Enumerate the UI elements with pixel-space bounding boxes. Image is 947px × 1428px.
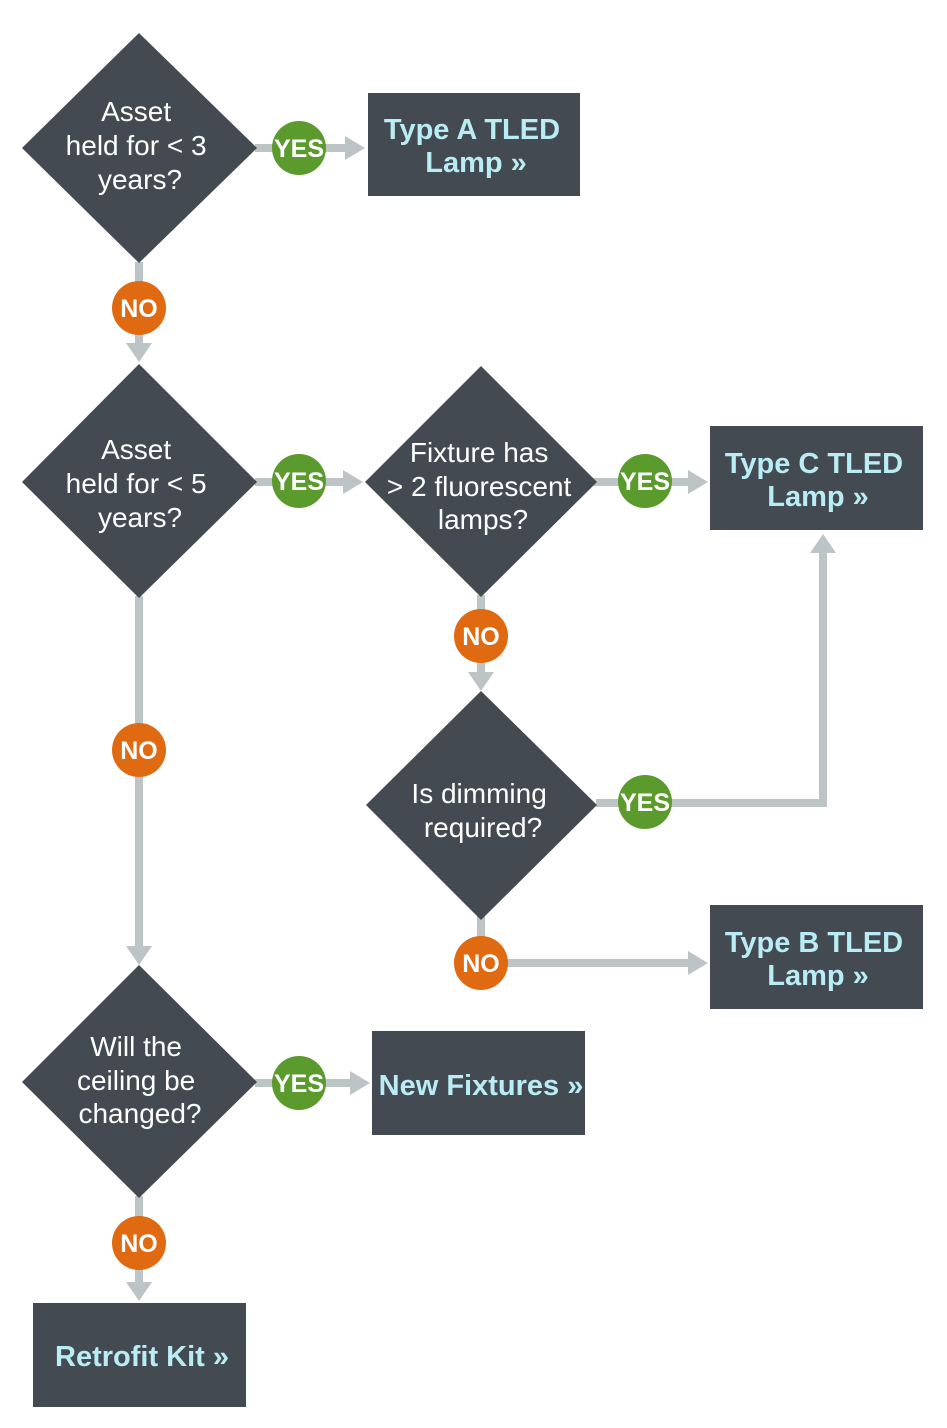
- yes-badge-q1: YES: [272, 121, 326, 175]
- decision-text: Is dimming required?: [411, 778, 554, 843]
- decision-text: Will the ceiling be changed?: [77, 1031, 203, 1129]
- decision-q4: Is dimming required?: [366, 691, 597, 920]
- yes-badge-circle: [272, 121, 326, 175]
- decision-line: Is dimming: [411, 778, 546, 809]
- decision-line: years?: [98, 502, 182, 533]
- outcome-line: Type B TLED: [725, 927, 903, 959]
- decision-line: years?: [98, 164, 182, 195]
- outcome-box[interactable]: [710, 905, 923, 1009]
- no-badge-q5: NO: [112, 1216, 166, 1270]
- connector-q4-no: [477, 916, 688, 967]
- no-badge-q1: NO: [112, 281, 166, 335]
- decision-q1: Asset held for < 3 years?: [22, 33, 257, 263]
- decision-diamond: [22, 364, 257, 598]
- yes-badge-q4: YES: [618, 775, 672, 829]
- decision-text: Asset held for < 5 years?: [66, 434, 215, 533]
- outcome-text[interactable]: Type A TLED Lamp »: [384, 114, 568, 179]
- yes-badge-q5: YES: [272, 1056, 326, 1110]
- no-badge-circle: [454, 936, 508, 990]
- outcome-line: Lamp »: [767, 960, 869, 992]
- decision-diamond: [366, 691, 597, 920]
- yes-badge-q2: YES: [272, 454, 326, 508]
- yes-badge-circle: [272, 454, 326, 508]
- arrowhead: [343, 470, 363, 494]
- decision-line: Asset: [101, 434, 171, 465]
- outcome-retrofit-kit-link[interactable]: Retrofit Kit »: [33, 1303, 246, 1407]
- no-badge-q4: NO: [454, 936, 508, 990]
- outcome-line: Type A TLED: [384, 114, 560, 146]
- decision-diamond: [22, 965, 257, 1198]
- yes-label: YES: [274, 1070, 324, 1098]
- outcome-line: New Fixtures »: [379, 1070, 584, 1102]
- no-label: NO: [462, 950, 500, 978]
- outcome-box[interactable]: [33, 1303, 246, 1407]
- outcome-text[interactable]: New Fixtures »: [379, 1070, 584, 1102]
- outcome-line: Type C TLED: [725, 448, 903, 480]
- outcome-type-a-link[interactable]: Type A TLED Lamp »: [368, 93, 580, 196]
- yes-badge-circle: [272, 1056, 326, 1110]
- decision-q2: Asset held for < 5 years?: [22, 364, 257, 598]
- yes-badge-circle: [618, 454, 672, 508]
- decision-q5: Will the ceiling be changed?: [22, 965, 257, 1198]
- decision-q3: Fixture has > 2 fluorescent lamps?: [365, 366, 597, 597]
- outcome-text[interactable]: Type B TLED Lamp »: [725, 927, 911, 992]
- yes-label: YES: [620, 789, 670, 817]
- decision-line: changed?: [78, 1098, 201, 1129]
- yes-badge-q3: YES: [618, 454, 672, 508]
- decision-line: > 2 fluorescent: [387, 471, 572, 502]
- arrowhead: [688, 470, 708, 494]
- decision-line: held for < 3: [66, 130, 207, 161]
- decision-line: Will the: [90, 1031, 182, 1062]
- no-badge-q2: NO: [112, 723, 166, 777]
- no-badge-circle: [112, 723, 166, 777]
- arrowhead: [468, 672, 494, 691]
- yes-badge-circle: [618, 775, 672, 829]
- decision-line: required?: [424, 812, 542, 843]
- decision-diamond: [22, 33, 257, 263]
- decision-line: lamps?: [438, 504, 528, 535]
- yes-label: YES: [274, 468, 324, 496]
- arrowhead: [810, 534, 836, 553]
- no-label: NO: [120, 737, 158, 765]
- decision-line: ceiling be: [77, 1065, 195, 1096]
- decision-line: held for < 5: [66, 468, 207, 499]
- arrowhead: [345, 136, 365, 160]
- no-badge-circle: [454, 609, 508, 663]
- arrowhead: [688, 951, 708, 975]
- outcome-line: Lamp »: [767, 481, 869, 513]
- decision-diamond: [365, 366, 597, 597]
- no-badge-q3: NO: [454, 609, 508, 663]
- outcome-line: Retrofit Kit »: [55, 1341, 229, 1373]
- arrowhead: [126, 1282, 152, 1301]
- arrowhead: [126, 946, 152, 965]
- no-badge-circle: [112, 1216, 166, 1270]
- decision-text: Fixture has > 2 fluorescent lamps?: [387, 437, 579, 535]
- outcome-box[interactable]: [372, 1031, 585, 1135]
- yes-label: YES: [620, 468, 670, 496]
- outcome-type-c-link[interactable]: Type C TLED Lamp »: [710, 426, 923, 530]
- outcome-box[interactable]: [710, 426, 923, 530]
- outcome-box[interactable]: [368, 93, 580, 196]
- decision-line: Asset: [101, 96, 171, 127]
- outcome-new-fixtures-link[interactable]: New Fixtures »: [372, 1031, 585, 1135]
- arrowhead: [126, 343, 152, 362]
- decision-line: Fixture has: [410, 437, 549, 468]
- outcome-line: Lamp »: [425, 147, 527, 179]
- connector-q4-yes: [596, 553, 827, 807]
- no-label: NO: [462, 623, 500, 651]
- yes-label: YES: [274, 135, 324, 163]
- arrowhead: [350, 1071, 370, 1095]
- outcome-text[interactable]: Retrofit Kit »: [55, 1341, 229, 1373]
- no-label: NO: [120, 1230, 158, 1258]
- no-badge-circle: [112, 281, 166, 335]
- decision-text: Asset held for < 3 years?: [66, 96, 215, 195]
- outcome-text[interactable]: Type C TLED Lamp »: [725, 448, 911, 513]
- no-label: NO: [120, 295, 158, 323]
- outcome-type-b-link[interactable]: Type B TLED Lamp »: [710, 905, 923, 1009]
